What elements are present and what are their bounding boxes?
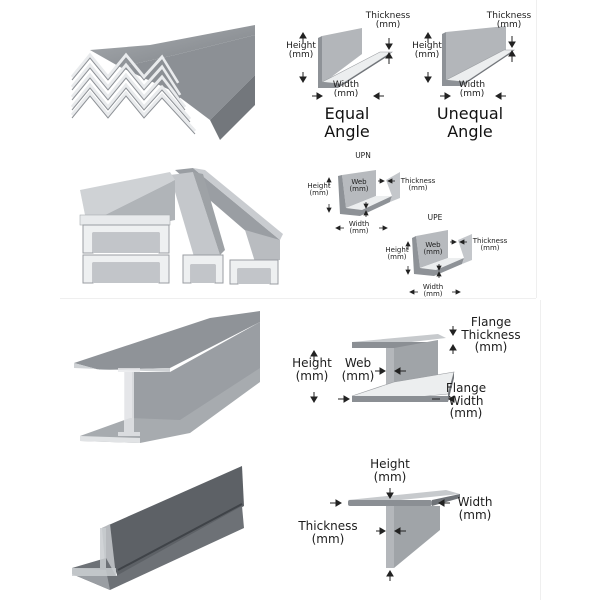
panel-divider-right-bottom [540,300,541,600]
upn-width-label: Width(mm) [348,220,370,236]
unequal-angle-diagram: Height(mm) Thickness(mm) Width(mm) Unequ… [408,8,533,143]
equal-thickness-label: Thickness(mm) [365,11,411,31]
i-beam-illustration [74,311,260,443]
i-beam-shape [310,326,457,403]
equal-height-label: Height(mm) [286,41,316,61]
t-bar-height-label: Height(mm) [370,457,410,484]
equal-width-label: Width(mm) [332,80,360,100]
upe-shape [405,230,472,295]
upn-shape [326,170,400,231]
equal-angle-diagram: Height(mm) Thickness(mm) Width(mm) Equal… [282,8,410,143]
unequal-thickness-label: Thickness(mm) [486,11,532,31]
upe-web-label: Web(mm) [423,241,443,257]
upn-thickness-label: Thickness(mm) [400,177,436,193]
upe-height-label: Height(mm) [385,246,409,262]
upn-title: UPN [355,151,371,160]
equal-angle-shape [318,28,394,88]
channel-bars-illustration [79,168,283,285]
unequal-angle-shape [442,26,515,86]
angle-bars-photo [60,15,260,145]
t-bar-photo [70,458,250,593]
unequal-height-label: Height(mm) [412,41,442,61]
unequal-angle-arrows [424,32,516,100]
panel-divider-right-top [536,0,537,298]
angle-bars-illustration [70,25,255,140]
panel-divider-top [60,298,536,299]
i-beam-photo [70,308,270,448]
t-bar-diagram: Height(mm) Width(mm) Thickness(mm) [282,450,537,590]
upe-width-label: Width(mm) [422,283,444,299]
equal-angle-arrows [299,32,393,100]
t-bar-illustration [72,466,244,590]
t-bar-thickness-label: Thickness(mm) [298,519,358,546]
upn-web-label: Web(mm) [349,178,369,194]
unequal-width-label: Width(mm) [458,80,486,100]
upe-title: UPE [427,213,443,222]
t-bar-shape [330,488,460,581]
upn-diagram: UPN Height(mm) Web(mm) Thickness(mm) Wid… [300,150,450,236]
upe-diagram: UPE Height(mm) Web(mm) Thickness(mm) Wid… [378,214,528,299]
i-beam-height-label: Height(mm) [292,356,332,383]
channel-bars-photo [75,160,285,285]
upe-thickness-label: Thickness(mm) [472,237,508,253]
t-bar-width-label: Width(mm) [457,495,493,522]
upn-height-label: Height(mm) [307,182,331,198]
i-beam-web-label: Web(mm) [341,356,375,383]
